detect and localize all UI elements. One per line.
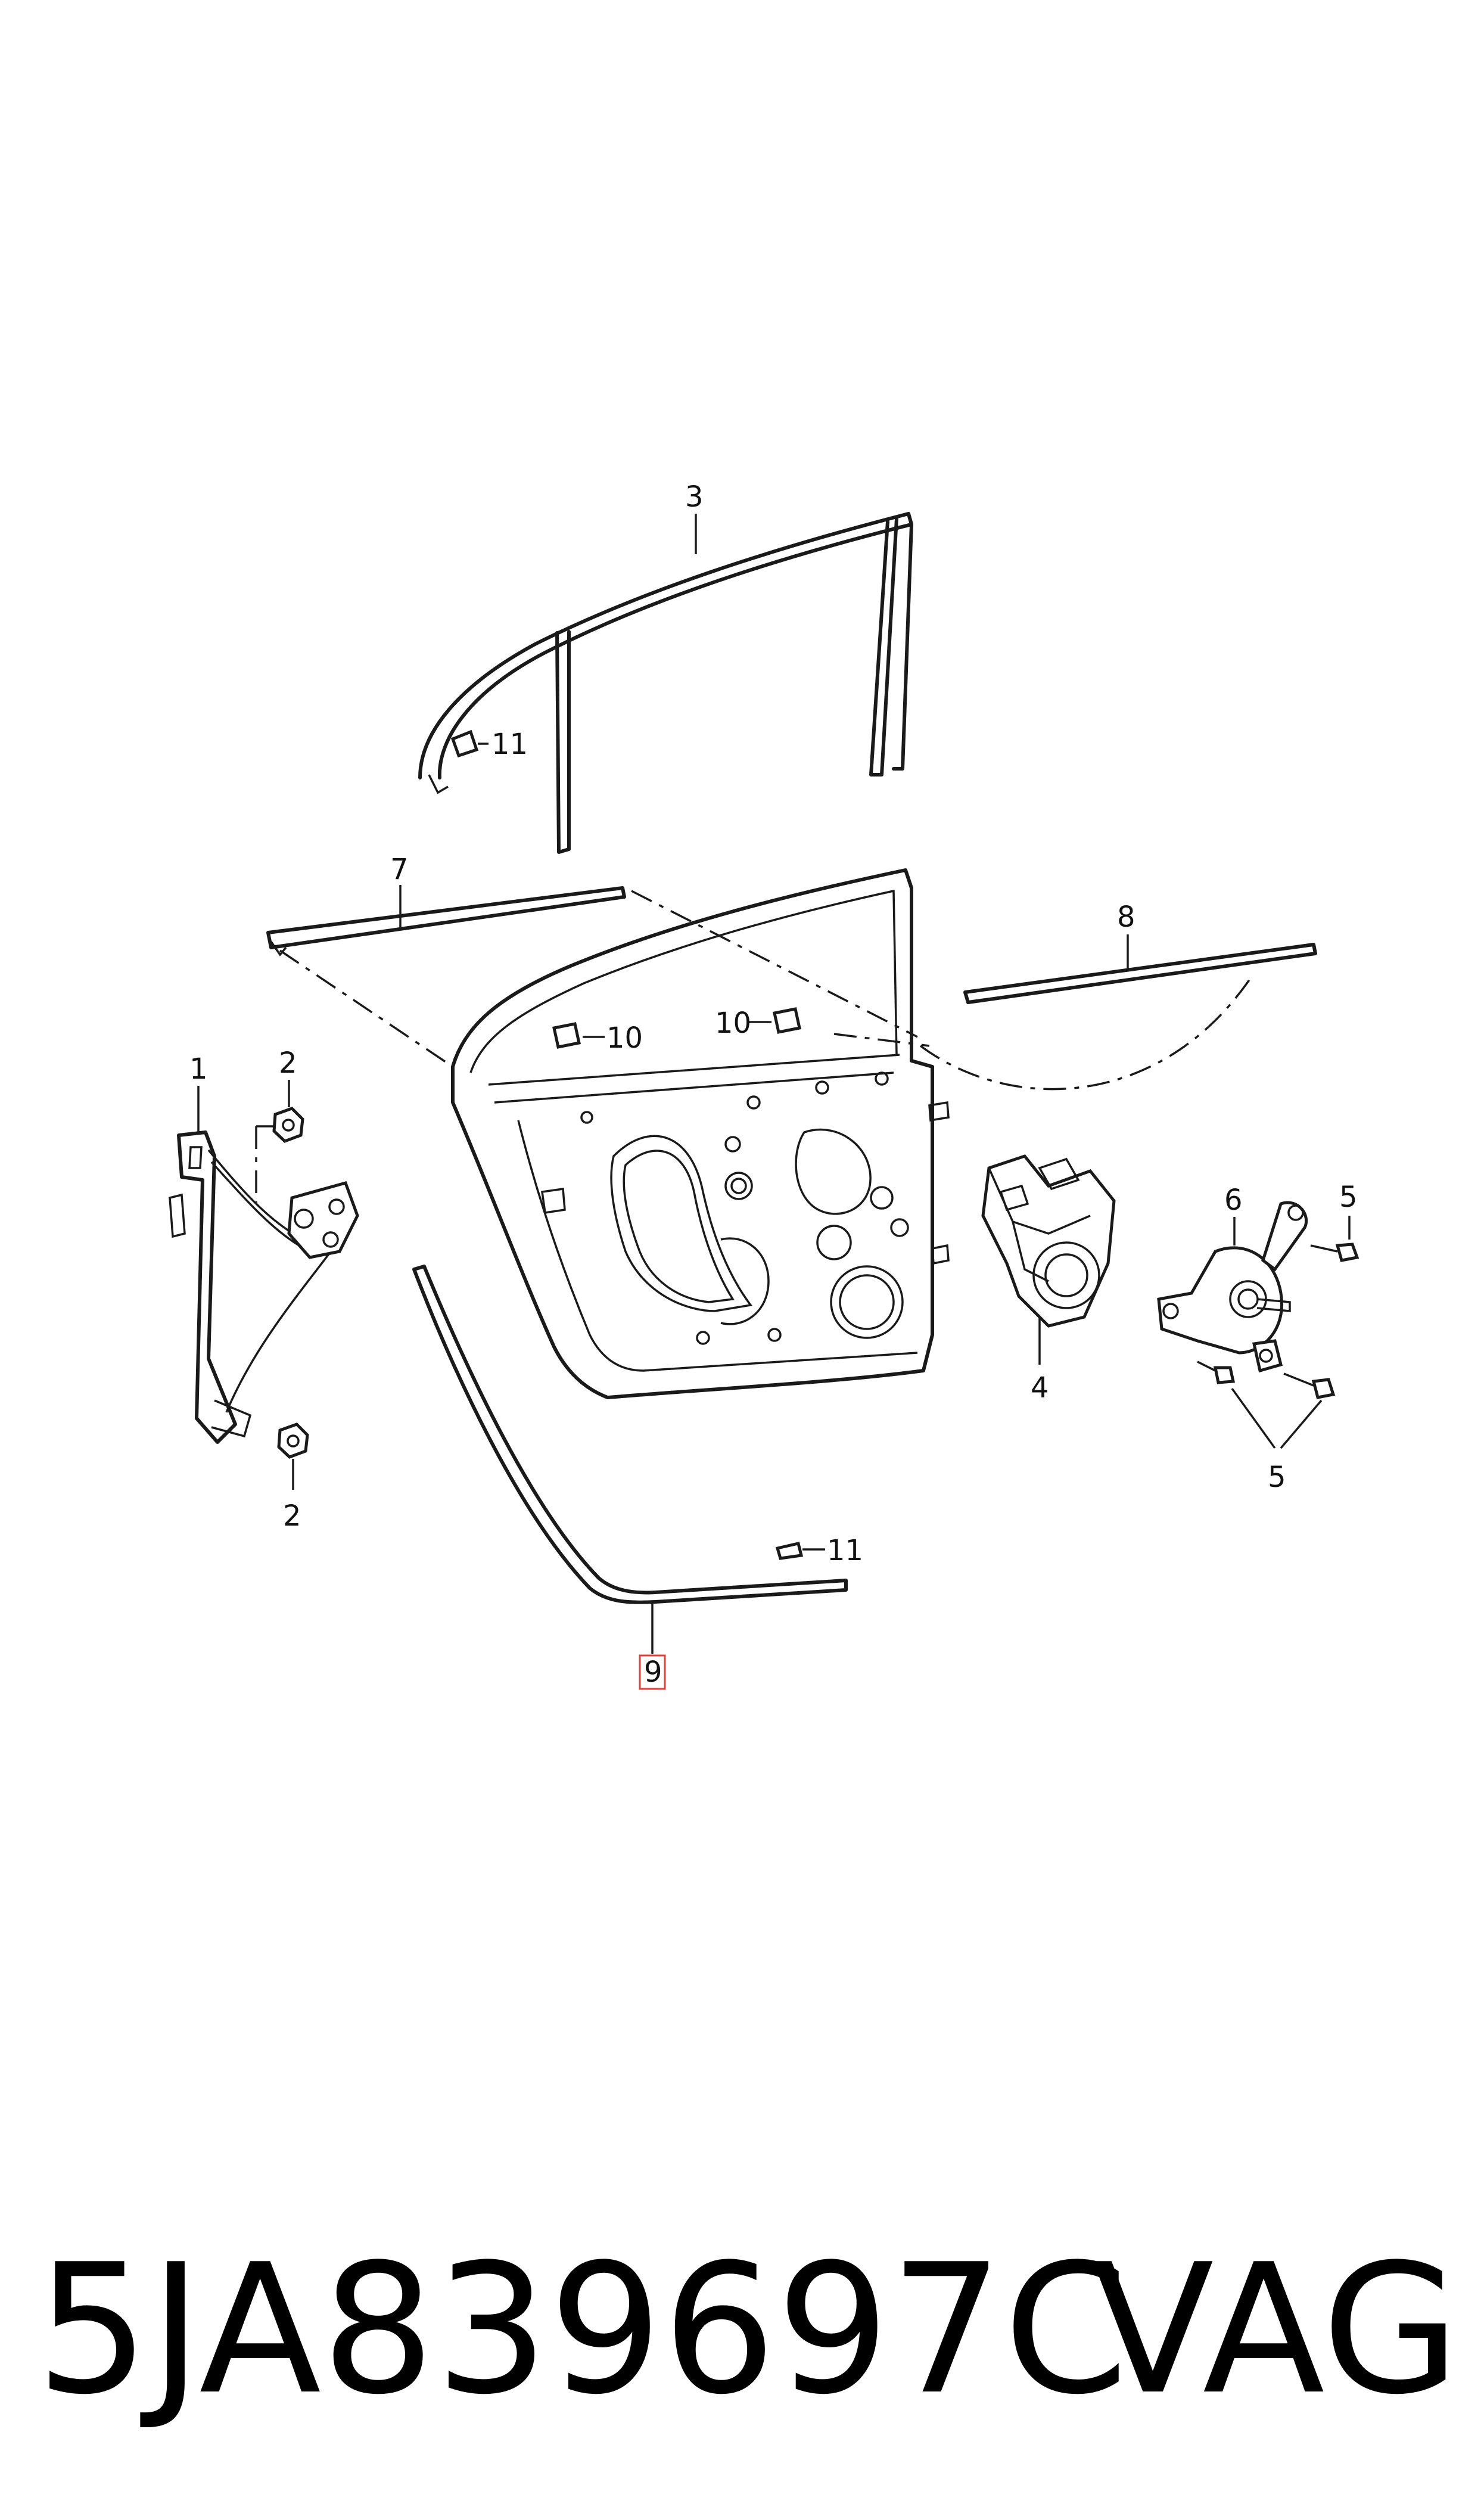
part-5-leaders: 5	[1231, 1387, 1323, 1494]
callout-3: 3	[685, 480, 704, 514]
callout-6: 6	[1224, 1184, 1243, 1217]
callout-5-top: 5	[1339, 1181, 1358, 1214]
callout-8: 8	[1117, 900, 1135, 934]
door-shell	[451, 868, 950, 1399]
part-5-screw-right	[1283, 1372, 1336, 1399]
callout-5-bottom: 5	[1268, 1461, 1286, 1494]
part-number-text: 5JA839697C	[36, 2226, 1128, 2434]
callout-7: 7	[390, 853, 409, 886]
callout-1: 1	[189, 1052, 208, 1086]
part-1-window-regulator: 1	[169, 1052, 359, 1444]
part-4-window-motor: 4	[981, 1154, 1116, 1405]
part-7-waist-seal-outer: 7	[266, 853, 626, 956]
part-11-clip-upper: 11	[450, 728, 528, 761]
part-6-motor-bracket: 6	[1157, 1184, 1308, 1373]
part-5-screw-top: 5	[1310, 1181, 1359, 1262]
part-5-screw-left	[1197, 1361, 1236, 1384]
callout-4: 4	[1031, 1371, 1049, 1405]
callout-2-upper: 2	[279, 1046, 297, 1080]
part-2-nut-upper: 2	[272, 1046, 304, 1143]
callout-10-left: 10	[606, 1021, 643, 1055]
brand-text: VAG	[1091, 2226, 1460, 2434]
callout-2-lower: 2	[283, 1499, 301, 1533]
callout-9[interactable]: 9	[644, 1655, 662, 1689]
callout-10-right: 10	[715, 1007, 751, 1040]
part-10-buffer-left: 10	[552, 1021, 643, 1055]
callout-11-lower: 11	[827, 1534, 863, 1567]
part-9-guide-seal: 9	[412, 1265, 848, 1690]
callout-11-upper: 11	[491, 728, 528, 761]
part-3-window-frame-seal: 3	[418, 480, 913, 854]
part-11-clip-lower: 11	[775, 1534, 863, 1567]
part-10-buffer-right: 10	[715, 1007, 801, 1040]
part-2-nut-lower: 2	[277, 1422, 309, 1533]
assembly-lines	[279, 890, 1252, 1091]
part-8-waist-seal-inner: 8	[963, 900, 1317, 1004]
callout-9-highlight[interactable]	[639, 1654, 666, 1690]
